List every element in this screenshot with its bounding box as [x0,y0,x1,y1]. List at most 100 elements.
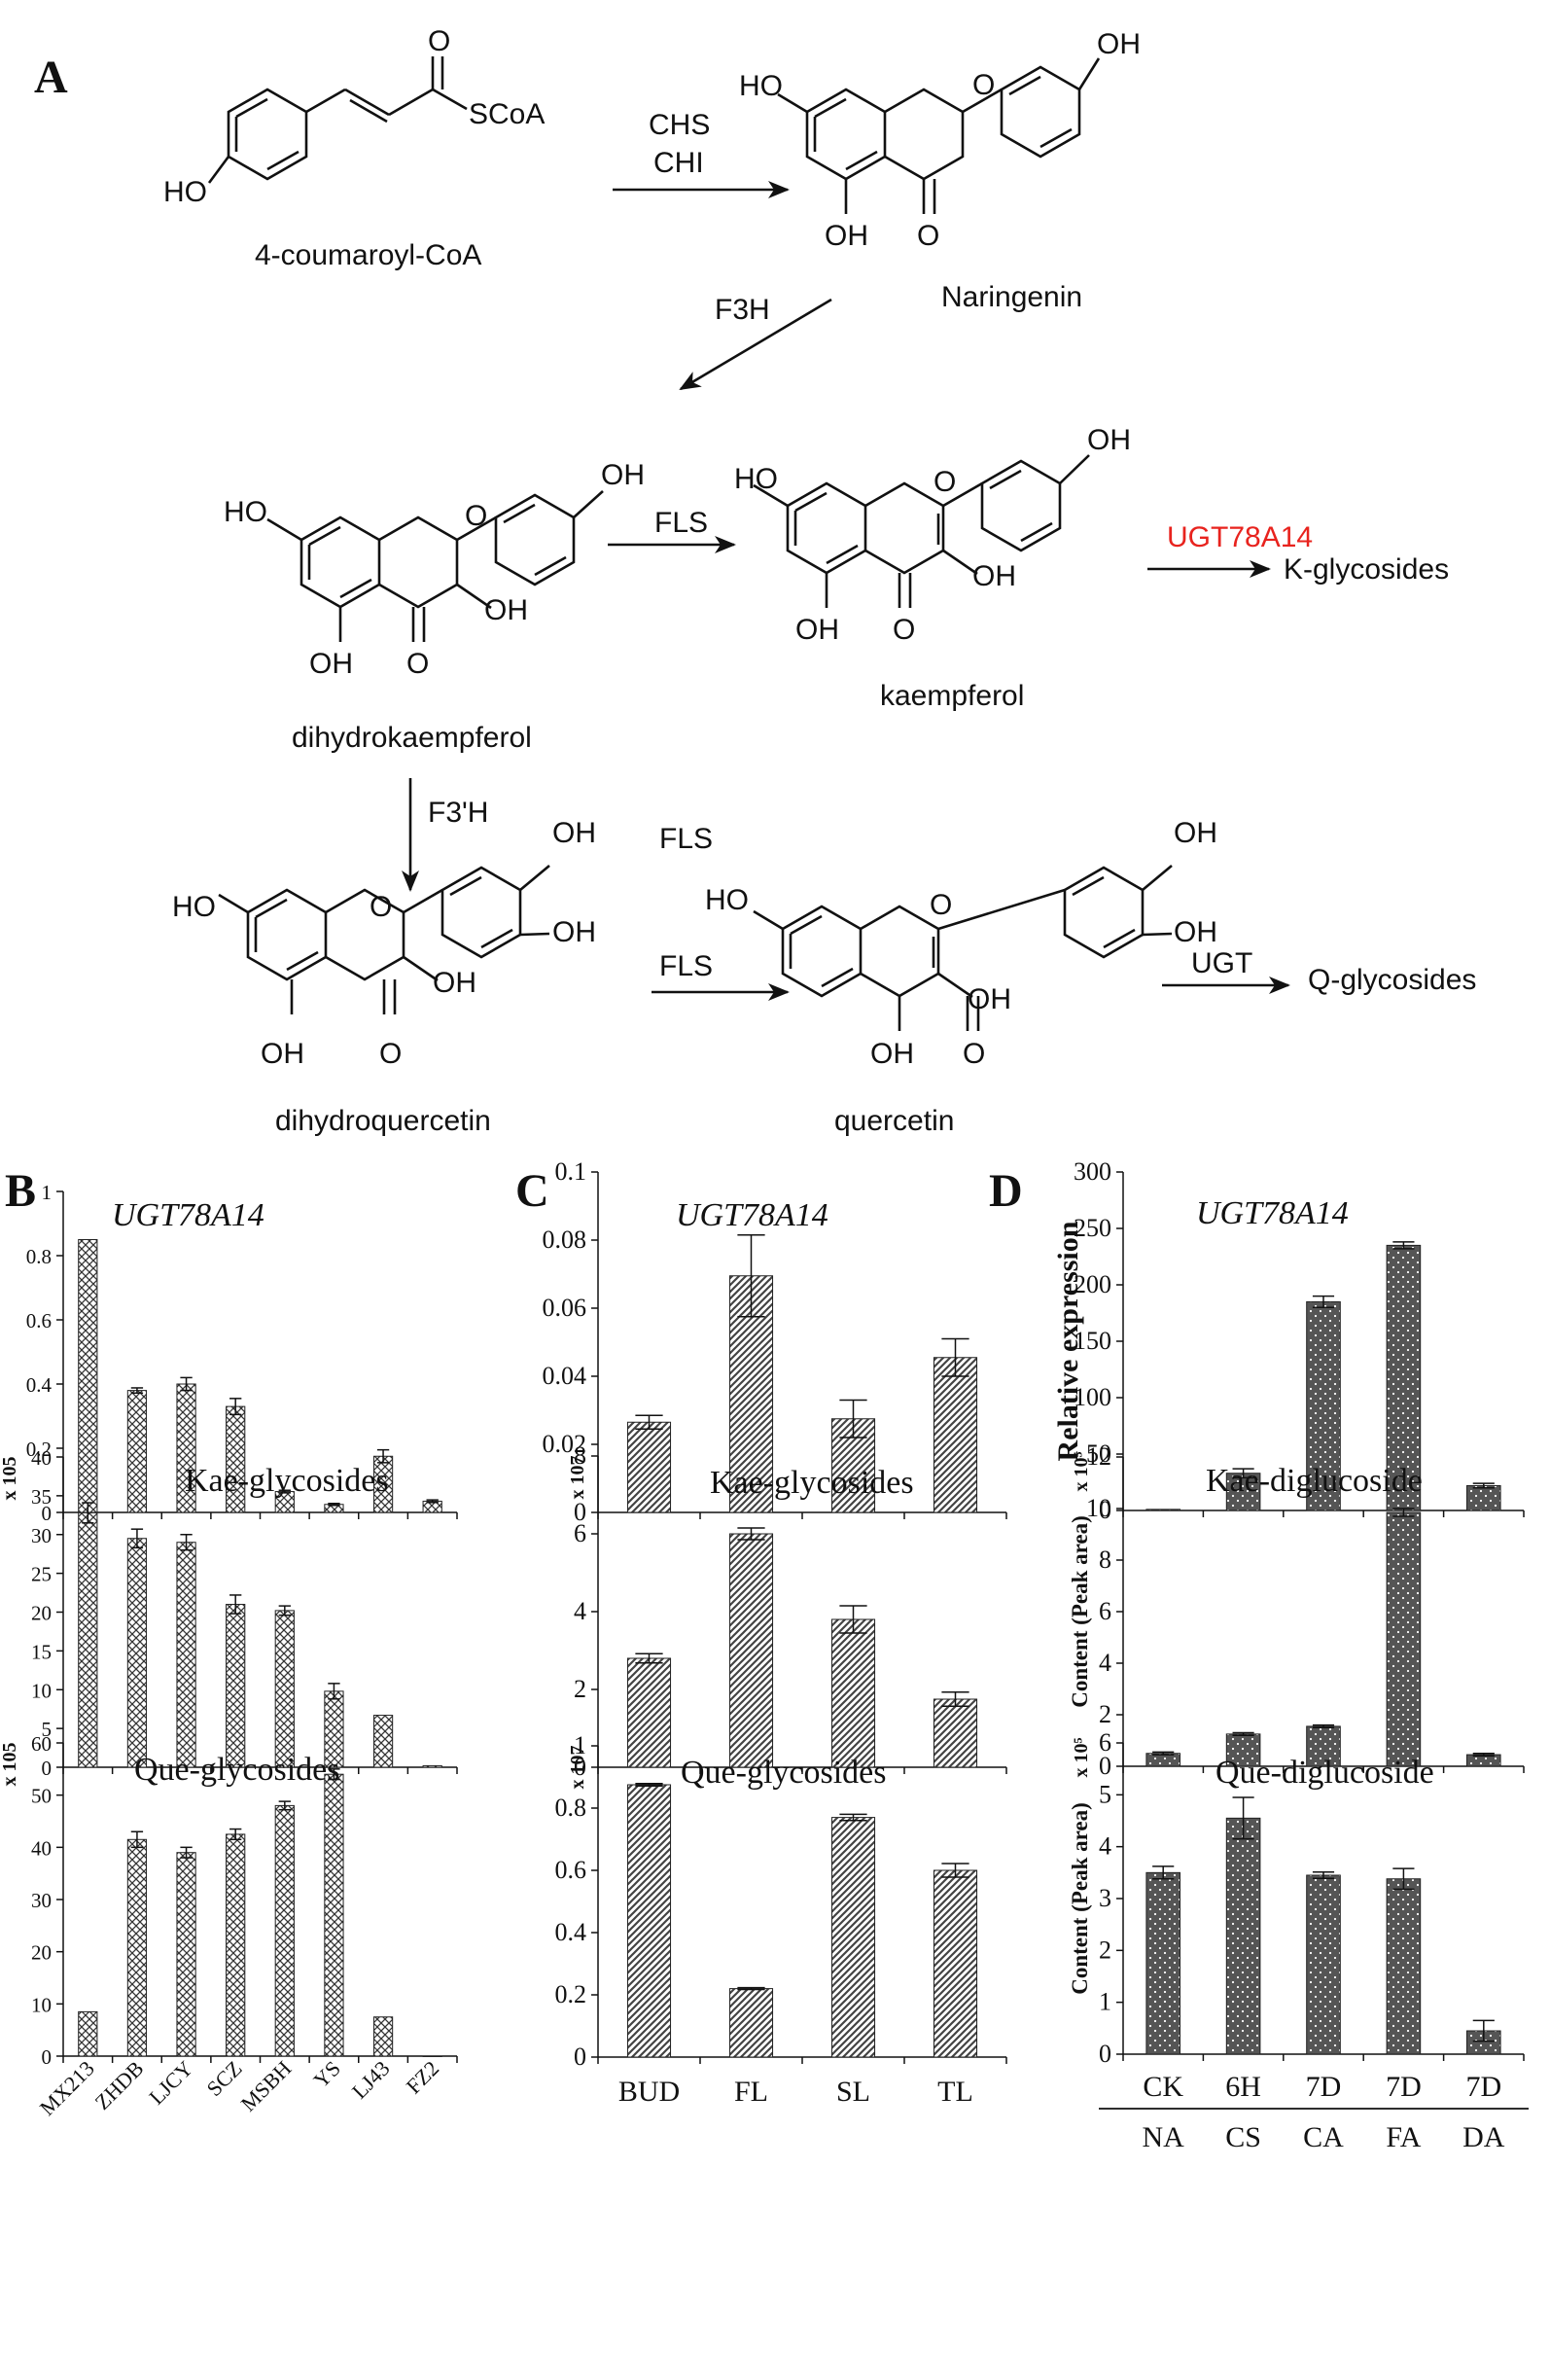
x-sub-label: FA [1386,2121,1421,2153]
y-axis-unit: x 107 [567,1746,588,1790]
y-tick-label: 300 [1074,1157,1111,1186]
x-tick-label: LJ43 [347,2056,395,2104]
x-tick-label: 7D [1306,2071,1342,2103]
bar [830,1817,876,2058]
y-tick-label: 10 [1086,1494,1111,1522]
bar [626,1657,672,1768]
group-label: OH [552,916,596,948]
enzyme-f3h: F3H [715,294,770,326]
y-axis-label: Content (Peak area) [1068,1515,1092,1708]
group-label: OH [795,614,839,646]
group-label: OH [601,459,645,491]
compound-name-coumaroyl: 4-coumaroyl-CoA [255,239,481,271]
y-tick-label: 10 [31,1679,52,1702]
enzyme-fls-2: FLS [659,823,713,855]
y-tick-label: 6 [1099,1728,1111,1757]
enzyme-fls-3: FLS [659,950,713,982]
chart-title: Que-diglucoside [1215,1755,1434,1791]
chart-title: Que-glycosides [134,1752,340,1788]
enzyme-ugt: UGT [1191,947,1252,979]
structure-kaempferol [753,454,1090,608]
y-axis-label: Relative expression [1052,1221,1084,1461]
y-tick-label: 0.6 [26,1309,52,1332]
arrow-f3h [679,298,832,391]
y-tick-label: 40 [31,1446,52,1470]
y-axis-unit: x 107 [567,1456,588,1500]
group-label: OH [968,983,1011,1015]
compound-name-naringenin: Naringenin [941,281,1082,313]
y-tick-label: 6 [574,1519,586,1547]
charts: 00.20.40.60.81UGT78A140510152025303540Ka… [0,1157,1529,2153]
y-tick-label: 20 [31,1941,52,1965]
y-tick-label: 0 [1099,2040,1111,2068]
enzyme-chs: CHS [649,109,710,141]
y-tick-label: 5 [42,1718,53,1741]
y-tick-label: 0 [1099,1752,1111,1780]
bar [1306,1874,1341,2055]
x-tick-label: 7D [1465,2071,1501,2103]
y-tick-label: 0.4 [26,1373,53,1397]
y-tick-label: 250 [1074,1214,1111,1242]
bar [933,1869,978,2058]
group-label: O [379,1038,402,1070]
panel-label-d: D [989,1165,1023,1217]
bar [176,1542,196,1768]
y-tick-label: 8 [574,1441,586,1470]
group-label: HO [739,70,783,102]
y-tick-label: 10 [31,1993,52,2016]
y-tick-label: 150 [1074,1327,1111,1355]
y-tick-label: 35 [31,1485,52,1509]
y-tick-label: 5 [1099,1780,1111,1808]
x-tick-label: MSBH [236,2056,297,2116]
group-label: O [934,466,956,498]
enzyme-chi: CHI [653,147,704,179]
group-label: O [370,891,392,923]
bar [1225,1473,1261,1511]
bar [1465,1484,1501,1511]
bar [372,2016,394,2057]
x-tick-label: ZHDB [89,2056,148,2114]
compound-name-dihydrokaempferol: dihydrokaempferol [292,722,532,754]
pathway-labels: A O SCoA HO 4-coumaroyl-CoA HO O OH OH O… [34,25,1476,1137]
structure-quercetin [753,865,1173,1031]
y-tick-label: 100 [1074,1383,1111,1411]
bar [274,1610,295,1768]
x-tick-label: 7D [1386,2071,1422,2103]
y-tick-label: 0.4 [555,1918,587,1946]
group-label: O [972,69,995,101]
product-k-glycosides: K-glycosides [1284,553,1449,586]
bar [126,1390,148,1513]
y-tick-label: 0.6 [555,1856,587,1884]
x-tick-label: CK [1143,2071,1183,2103]
y-tick-label: 2 [1099,1936,1111,1964]
group-label: OH [870,1038,914,1070]
x-sub-label: CA [1303,2121,1344,2153]
y-tick-label: 4 [574,1597,586,1625]
chart-title: UGT78A14 [676,1197,828,1233]
y-tick-label: 0 [574,1753,586,1781]
y-tick-label: 12 [1086,1442,1111,1471]
x-tick-label: FL [734,2076,768,2108]
group-label: O [930,889,952,921]
y-tick-label: 4 [1099,1832,1111,1861]
y-tick-label: 0 [574,2043,586,2071]
enzyme-ugt78a14: UGT78A14 [1167,521,1313,553]
y-tick-label: 1 [1099,1988,1111,2016]
pathway-scheme [207,56,1290,1031]
enzyme-fls-1: FLS [654,507,708,539]
group-label: OH [1087,424,1131,456]
bar [728,1988,774,2058]
y-tick-label: 3 [1099,1884,1111,1912]
group-label: HO [172,891,216,923]
group-label: O [428,25,450,57]
bar [78,1511,98,1768]
bar [176,1852,196,2057]
x-tick-label: LJCY [144,2056,197,2110]
group-label: OH [309,648,353,680]
group-label: O [893,614,915,646]
